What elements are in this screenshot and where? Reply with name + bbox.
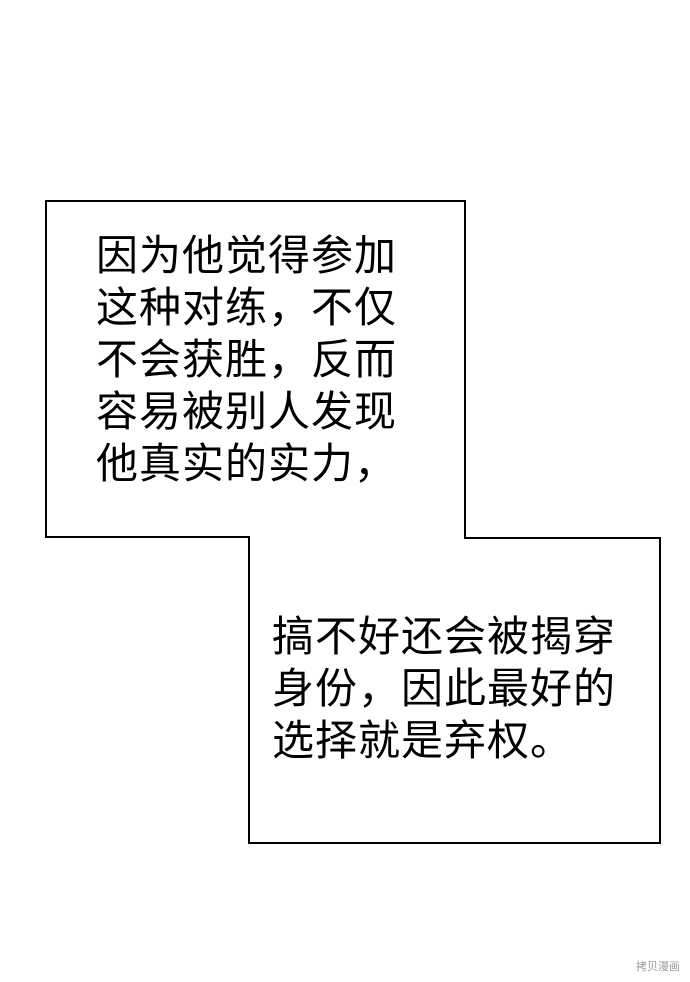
speech-line: 选择就是弃权。 bbox=[272, 716, 574, 765]
box-merge-cover bbox=[250, 536, 464, 540]
speech-line: 不会获胜，反而 bbox=[96, 335, 398, 384]
box-merge-line bbox=[45, 536, 250, 538]
speech-line: 他真实的实力， bbox=[96, 439, 398, 488]
speech-box-bottom bbox=[248, 537, 661, 844]
watermark: 拷贝漫画 bbox=[636, 960, 680, 973]
speech-line: 这种对练，不仅 bbox=[96, 283, 398, 332]
speech-line: 身份，因此最好的 bbox=[272, 664, 617, 713]
speech-text-bottom: 搞不好还会被揭穿 身份，因此最好的 选择就是弃权。 bbox=[272, 611, 616, 767]
speech-box-top bbox=[45, 200, 466, 538]
speech-line: 容易被别人发现 bbox=[96, 387, 398, 436]
speech-line: 因为他觉得参加 bbox=[96, 231, 398, 280]
speech-text-top: 因为他觉得参加 这种对练，不仅 不会获胜，反而 容易被别人发现 他真实的实力， bbox=[96, 230, 397, 490]
speech-line: 搞不好还会被揭穿 bbox=[272, 612, 617, 661]
